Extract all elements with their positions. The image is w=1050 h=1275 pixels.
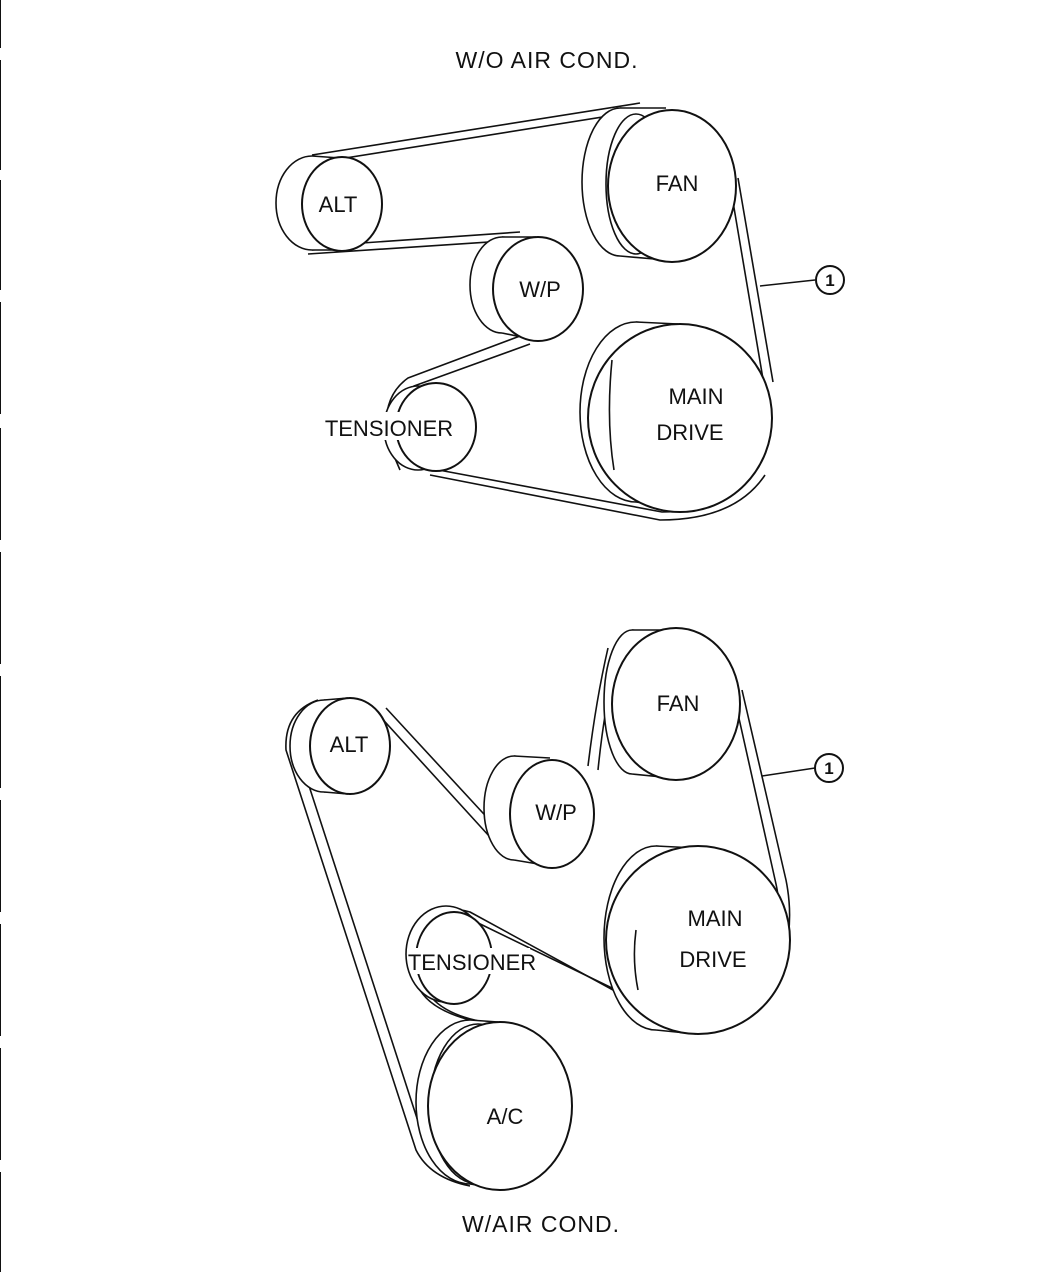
alt-label: ALT xyxy=(319,192,358,217)
tensioner-pulley: TENSIONER xyxy=(325,382,477,472)
tensioner-label: TENSIONER xyxy=(408,950,536,975)
wp-pulley: W/P xyxy=(469,236,584,342)
main-drive-pulley: MAIN DRIVE xyxy=(603,845,791,1035)
fan-pulley: FAN xyxy=(581,107,737,263)
main-drive-label-line1: MAIN xyxy=(688,906,743,931)
callout-number: 1 xyxy=(825,271,834,290)
ac-label: A/C xyxy=(487,1104,524,1129)
fan-label: FAN xyxy=(657,691,700,716)
callout-number: 1 xyxy=(824,759,833,778)
wp-pulley: W/P xyxy=(483,755,595,869)
wp-label: W/P xyxy=(535,800,577,825)
ac-pulley: A/C xyxy=(415,1019,573,1191)
callout-1: 1 xyxy=(761,753,844,783)
alt-pulley: ALT xyxy=(289,697,391,795)
wp-label: W/P xyxy=(519,277,561,302)
alt-label: ALT xyxy=(330,732,369,757)
caption-without-ac: W/O AIR COND. xyxy=(456,47,639,73)
main-drive-label-line1: MAIN xyxy=(669,384,724,409)
tensioner-label: TENSIONER xyxy=(325,416,453,441)
main-drive-pulley: MAIN DRIVE xyxy=(579,321,773,513)
diagram-without-ac: W/O AIR COND. ALT xyxy=(275,47,845,521)
fan-label: FAN xyxy=(656,171,699,196)
diagram-with-ac: ALT FAN W/P TENSIONER xyxy=(285,627,844,1237)
callout-1: 1 xyxy=(759,265,845,295)
tensioner-pulley: TENSIONER xyxy=(405,905,536,1005)
alt-pulley: ALT xyxy=(275,155,383,252)
main-drive-label-line2: DRIVE xyxy=(679,947,746,972)
fan-pulley: FAN xyxy=(603,627,741,781)
main-drive-label-line2: DRIVE xyxy=(656,420,723,445)
caption-with-ac: W/AIR COND. xyxy=(462,1211,620,1237)
page-edge-marks xyxy=(0,0,2,1275)
